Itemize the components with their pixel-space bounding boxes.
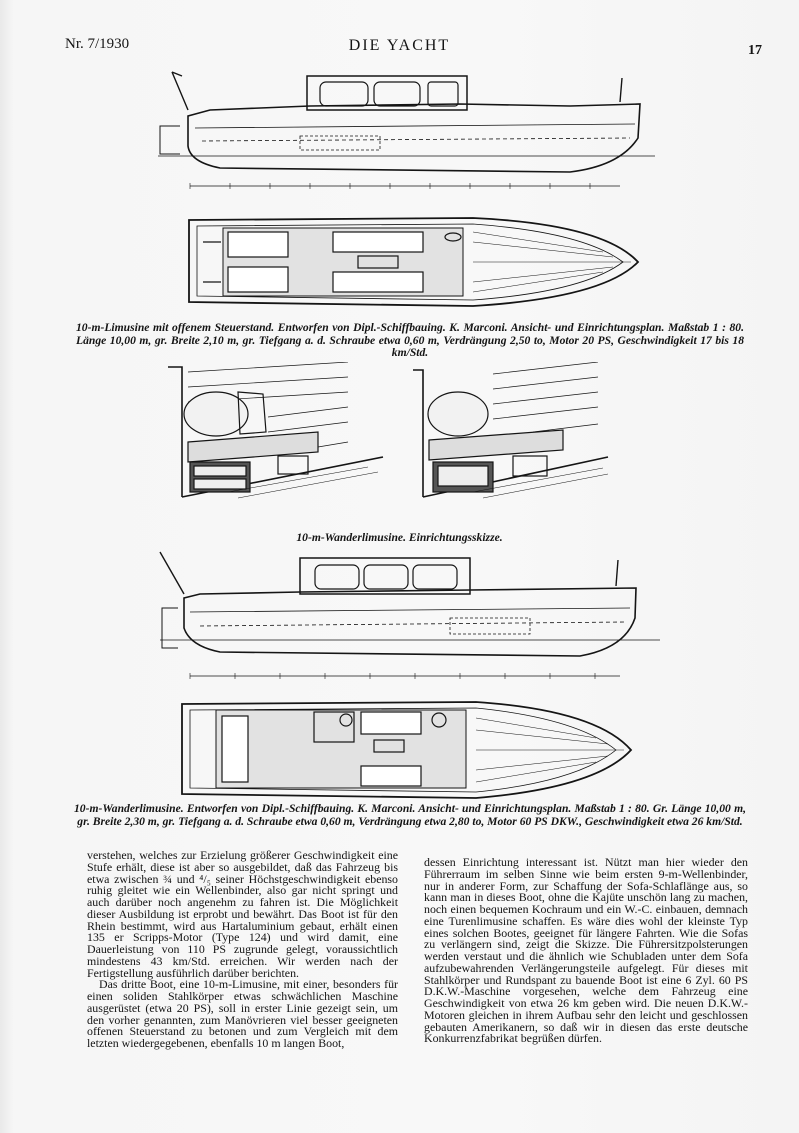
limousine-plan-drawing — [183, 212, 645, 312]
interior-sketch-right — [413, 362, 613, 502]
body-column-left: verstehen, welches zur Erzielung größere… — [87, 848, 398, 1050]
wanderlimousine-profile-drawing — [150, 548, 670, 688]
body-paragraph: dessen Einrichtung interessant ist. Nütz… — [424, 855, 748, 1046]
figure1-caption: 10-m-Limusine mit offenem Steuerstand. E… — [76, 321, 744, 360]
figure3-caption: 10-m-Wanderlimusine. Entworfen von Dipl.… — [74, 802, 746, 828]
page-number: 17 — [748, 43, 762, 58]
limousine-profile-drawing — [150, 66, 660, 196]
body-paragraph: verstehen, welches zur Erzielung größere… — [87, 848, 398, 980]
wanderlimousine-plan-drawing — [176, 696, 636, 804]
body-paragraph: Das dritte Boot, eine 10-m-Limusine, mit… — [87, 977, 398, 1050]
body-column-right: dessen Einrichtung interessant ist. Nütz… — [424, 855, 748, 1046]
issue-number: Nr. 7/1930 — [65, 36, 130, 52]
figure2-caption: 10-m-Wanderlimusine. Einrichtungsskizze. — [296, 531, 503, 544]
magazine-title: DIE YACHT — [348, 37, 451, 54]
interior-sketch-left — [168, 362, 388, 502]
